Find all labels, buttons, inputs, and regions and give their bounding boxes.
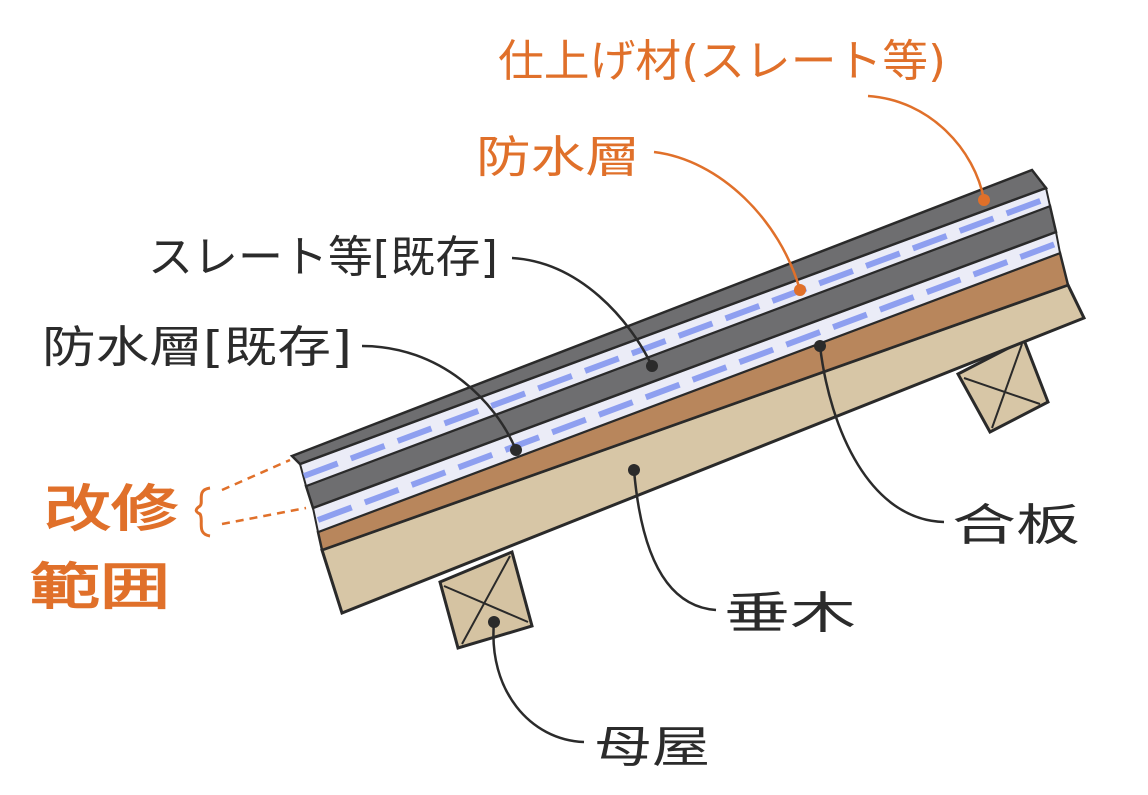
label-finish-new: 仕上げ材(スレート等)	[498, 36, 946, 87]
leader-finish-new	[867, 94, 986, 201]
dot-waterproof-existing	[510, 444, 522, 456]
label-waterproof-existing: 防水層[既存]	[42, 322, 352, 373]
renovation-brace	[194, 486, 211, 538]
label-waterproof-new: 防水層	[476, 132, 640, 183]
dot-waterproof-new	[794, 284, 806, 296]
leader-slate-existing	[511, 256, 654, 367]
dot-purlin	[488, 616, 500, 628]
leader-waterproof-new	[653, 150, 802, 291]
dot-plywood	[814, 340, 826, 352]
leader-plywood	[818, 345, 945, 524]
label-plywood: 合板	[952, 500, 1080, 551]
dot-slate-existing	[646, 360, 658, 372]
waterproof-new-dashes	[302, 195, 1050, 479]
dot-rafter	[628, 464, 640, 476]
purlin-left	[438, 549, 534, 650]
label-renovation-line2: 範囲	[30, 558, 170, 616]
renovation-dash-upper	[221, 458, 291, 492]
label-renovation-line1: 改修	[44, 480, 179, 538]
finish-slate-layer	[289, 168, 1049, 466]
renovation-dash-lower	[221, 506, 307, 526]
dot-finish-new	[978, 194, 990, 206]
label-rafter: 垂木	[724, 588, 856, 639]
leader-waterproof-existing	[361, 344, 518, 451]
label-purlin: 母屋	[594, 722, 710, 773]
label-slate-existing: スレート等[既存]	[148, 232, 498, 283]
leader-rafter	[632, 469, 717, 612]
waterproof-existing-dashes	[316, 240, 1060, 523]
leader-purlin	[492, 621, 585, 744]
